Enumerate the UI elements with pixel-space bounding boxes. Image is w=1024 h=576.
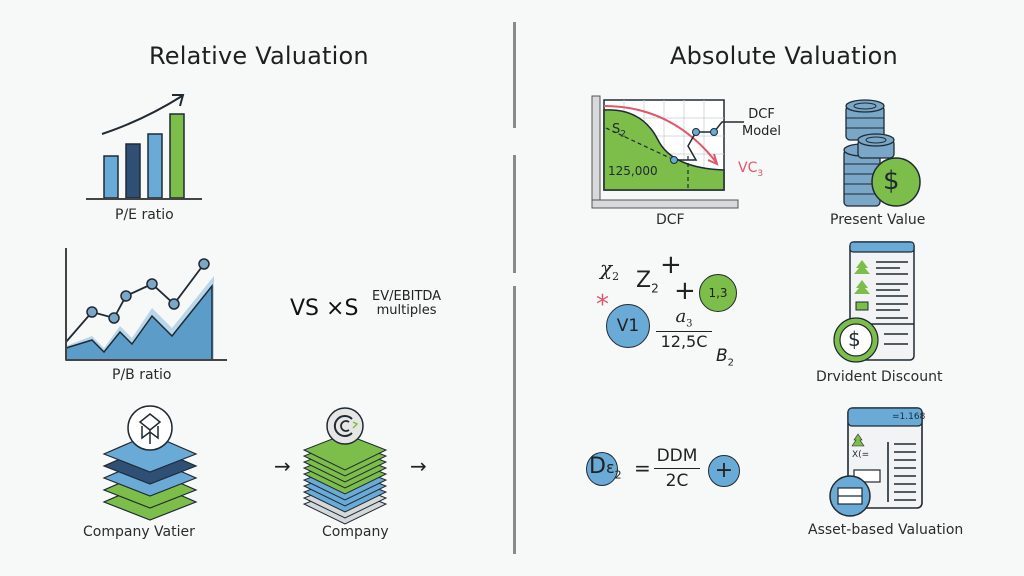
denominator-value: 12,5C bbox=[660, 331, 708, 351]
dcf-s2-label: S2 bbox=[612, 122, 626, 140]
b2-symbol: B2 bbox=[716, 346, 734, 368]
chi2-symbol: χ2 bbox=[600, 256, 619, 283]
pe-ratio-label: P/E ratio bbox=[115, 207, 174, 223]
fraction-a3: a3 12,5C bbox=[656, 306, 712, 351]
blue-circle-value: V1 bbox=[616, 316, 640, 336]
arrow-into-company-icon: → bbox=[274, 454, 291, 478]
plus-circle-icon: + bbox=[708, 455, 740, 487]
s-subscript: 2 bbox=[620, 129, 626, 140]
absolute-valuation-title: Absolute Valuation bbox=[670, 42, 898, 70]
dollar-icon: $ bbox=[883, 166, 900, 196]
d-epsilon-circle bbox=[586, 452, 618, 486]
vc3-label: VC3 bbox=[738, 160, 763, 179]
dcf-chart-icon bbox=[591, 95, 744, 210]
company-vatier-stack-icon bbox=[98, 404, 202, 521]
plus-glyph: + bbox=[714, 458, 734, 483]
d-glyph: D bbox=[589, 454, 606, 479]
ev-ebitda-label: EV/EBITDA bbox=[372, 289, 442, 304]
red-star-icon: * bbox=[596, 290, 609, 320]
pe-ratio-chart-icon bbox=[84, 90, 204, 202]
arrow-out-of-company-icon: → bbox=[410, 454, 427, 478]
ev-ebitda-expression: VS ×S bbox=[290, 296, 358, 321]
dcf-model-callout: DCF Model bbox=[742, 106, 781, 140]
blue-circle-badge: V1 bbox=[606, 304, 650, 348]
ddm-numerator: DDM bbox=[654, 446, 700, 469]
z-sub: 2 bbox=[651, 281, 659, 296]
vc-symbol: VC bbox=[738, 160, 758, 176]
dcf-callout-line1: DCF bbox=[748, 107, 775, 122]
pb-ratio-chart-icon bbox=[62, 246, 227, 361]
ddm-denominator: 2C bbox=[665, 471, 689, 491]
company-vatier-label: Company Vatier bbox=[83, 524, 195, 540]
multiples-label: multiples bbox=[376, 303, 437, 318]
s-symbol: S bbox=[612, 122, 621, 137]
b-glyph: B bbox=[716, 346, 728, 366]
green-circle-badge: 1,3 bbox=[699, 274, 737, 312]
dividend-discount-document-icon bbox=[828, 240, 918, 364]
epsilon-sub: 2 bbox=[614, 468, 622, 482]
green-circle-value: 1,3 bbox=[708, 286, 728, 300]
plus-mid: + bbox=[674, 276, 696, 306]
dcf-value-label: 125,000 bbox=[608, 164, 658, 178]
numerator-a: a bbox=[675, 306, 687, 327]
ddm-fraction: DDM 2C bbox=[654, 446, 700, 491]
divider-top bbox=[513, 22, 516, 128]
company-stack-icon bbox=[302, 402, 388, 525]
vc-subscript: 3 bbox=[757, 168, 764, 179]
company-label: Company bbox=[322, 524, 389, 540]
pb-ratio-label: P/B ratio bbox=[112, 367, 172, 383]
dividend-dollar-icon: $ bbox=[848, 327, 861, 351]
asset-row-text: X(= bbox=[852, 450, 870, 460]
asset-header-text: =1.168 bbox=[892, 412, 926, 422]
equals-sign: = bbox=[634, 456, 651, 480]
dcf-label: DCF bbox=[656, 212, 685, 228]
d-epsilon-symbol: Dε2 bbox=[589, 454, 622, 481]
chi-glyph: χ bbox=[600, 256, 613, 280]
divider-middle bbox=[513, 155, 516, 273]
numerator-sub: 3 bbox=[686, 318, 693, 330]
present-value-label: Present Value bbox=[830, 212, 926, 228]
ev-ebitda-multiples: EV/EBITDA multiples bbox=[372, 290, 441, 318]
plus-top: + bbox=[660, 250, 682, 280]
relative-valuation-title: Relative Valuation bbox=[149, 42, 369, 70]
vs-xs-text: VS ×S bbox=[290, 296, 359, 321]
b-sub: 2 bbox=[727, 357, 735, 369]
chi-sub: 2 bbox=[612, 270, 620, 283]
dcf-callout-line2: Model bbox=[742, 124, 782, 139]
z-glyph: Z bbox=[636, 268, 652, 293]
divider-bottom bbox=[513, 286, 516, 554]
dividend-discount-label: Drvident Discount bbox=[816, 369, 943, 385]
z2-symbol: Z2 bbox=[636, 268, 659, 295]
asset-based-valuation-label: Asset-based Valuation bbox=[808, 522, 964, 538]
epsilon-glyph: ε bbox=[605, 458, 615, 477]
present-value-coins-icon bbox=[842, 98, 922, 208]
asset-based-document-icon bbox=[826, 404, 926, 520]
